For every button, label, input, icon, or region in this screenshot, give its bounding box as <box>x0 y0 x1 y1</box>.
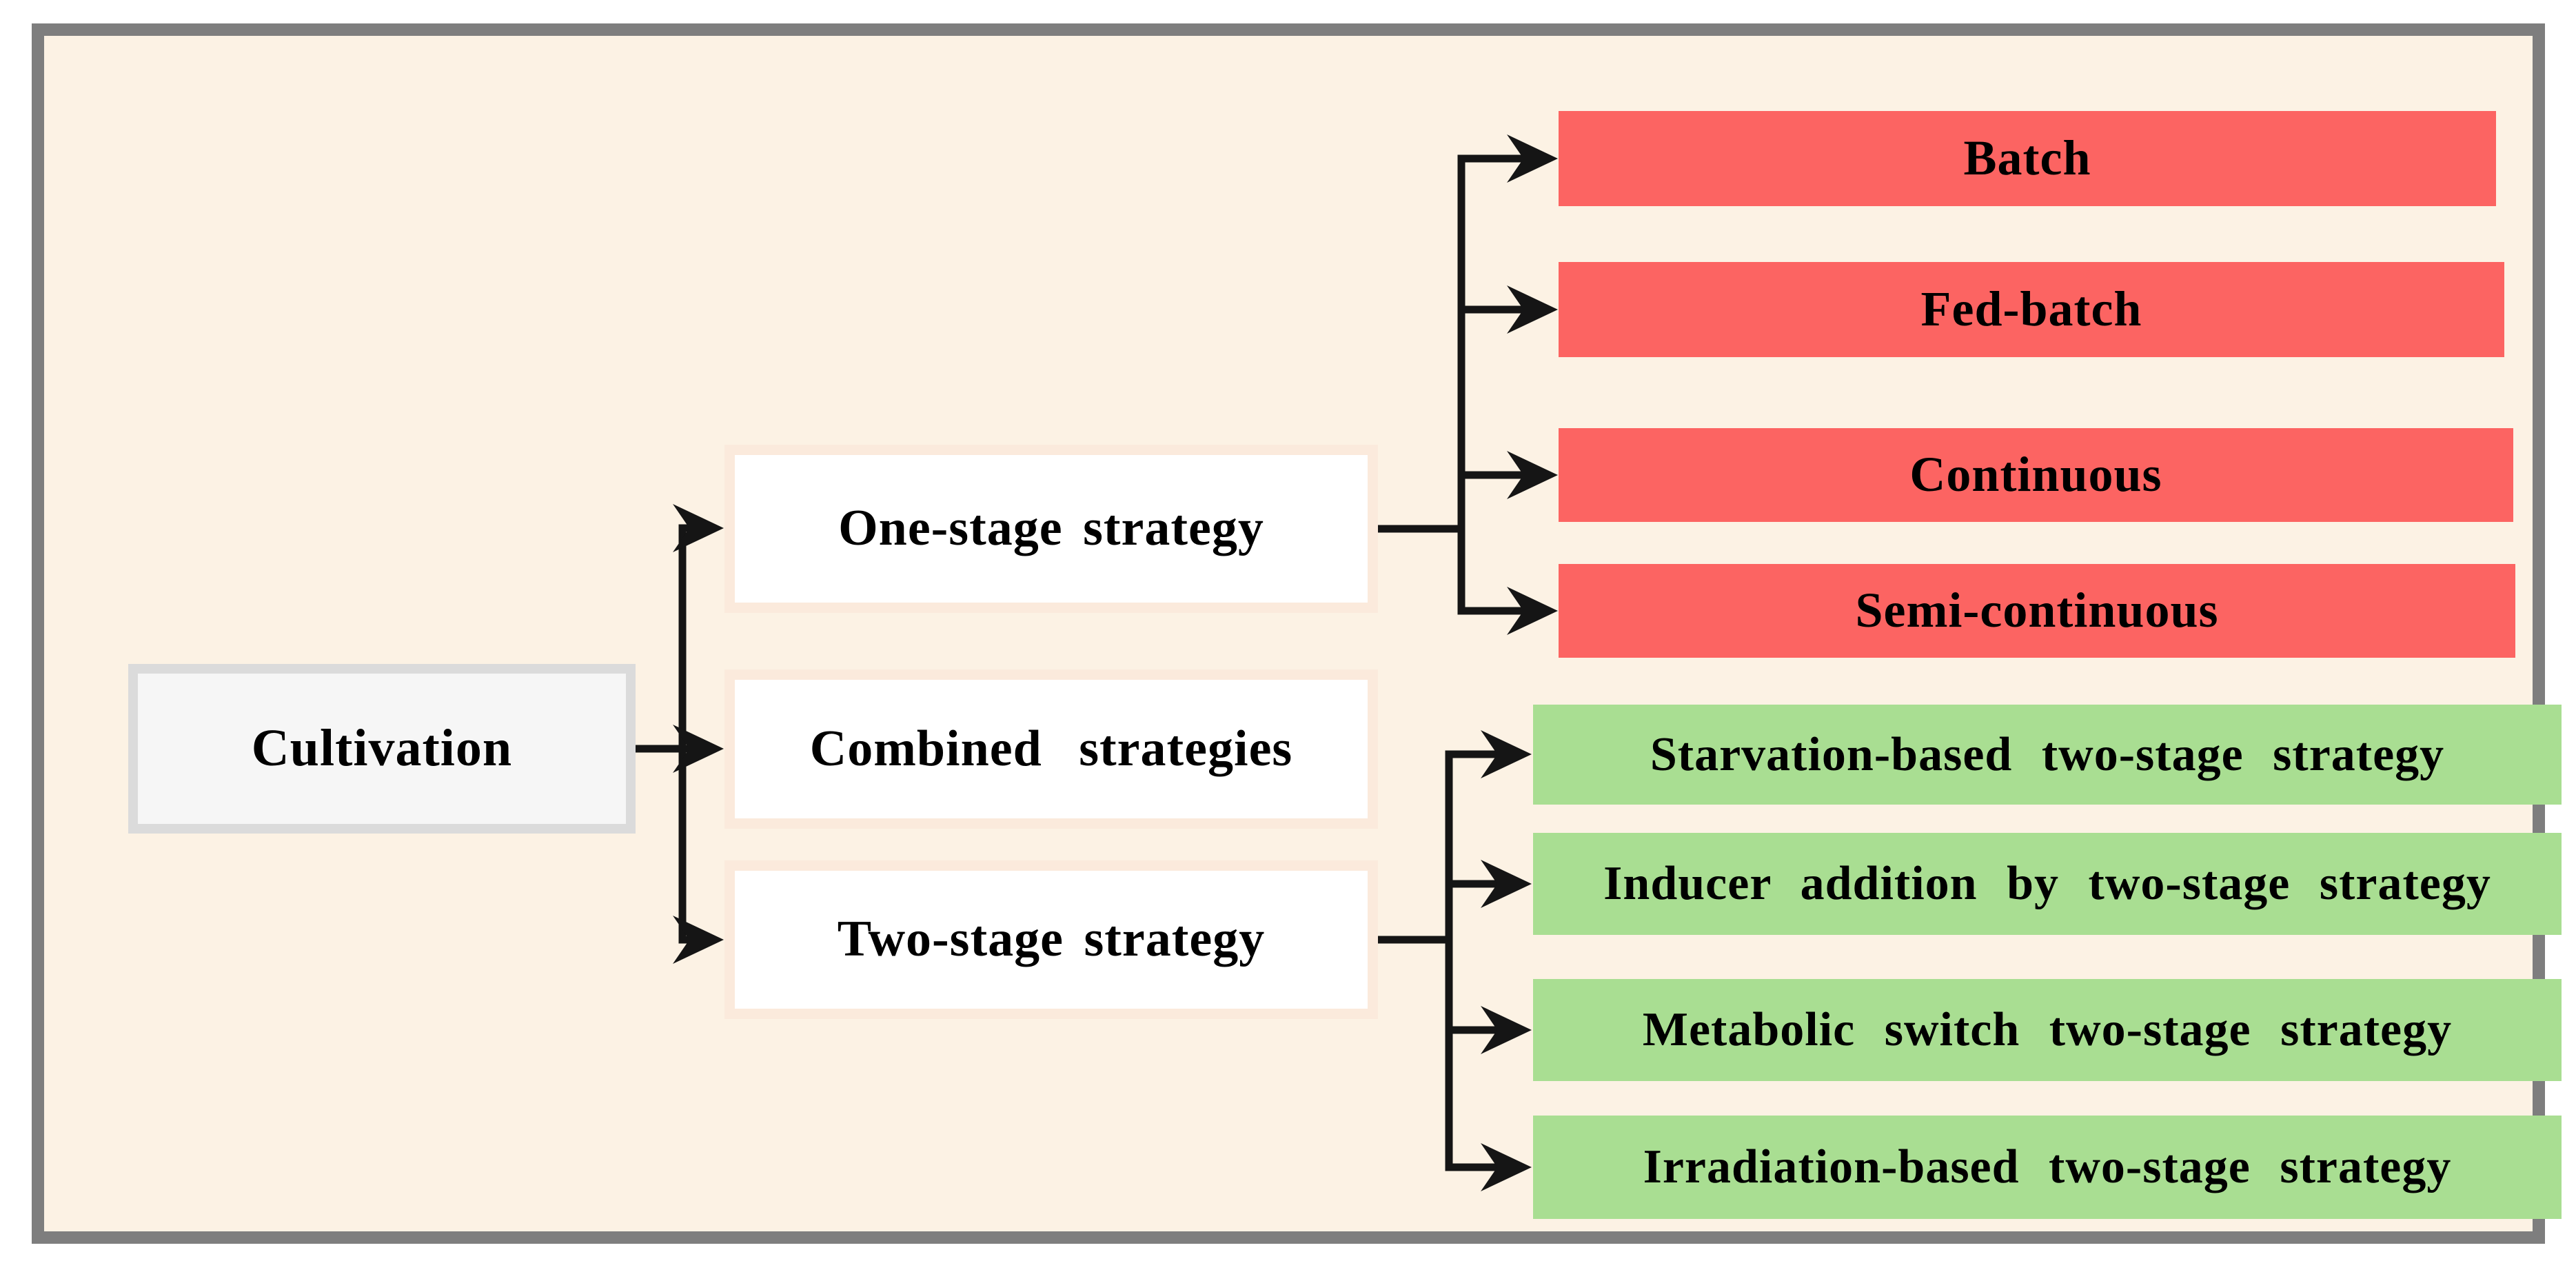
arrowhead-starvation <box>1481 730 1532 778</box>
connector-one-stage-trunk <box>1374 154 1528 615</box>
arrowhead-fed-batch <box>1507 285 1558 334</box>
node-two-stage-strategy: Two-stage strategy <box>724 860 1378 1019</box>
node-cultivation: Cultivation <box>128 664 636 834</box>
arrowhead-two-stage <box>673 916 724 964</box>
node-fed-batch-label: Fed-batch <box>1920 281 2142 337</box>
arrowhead-batch <box>1507 134 1558 183</box>
node-inducer-addition-two-stage: Inducer addition by two-stage strategy <box>1533 833 2562 935</box>
node-combined-strategies: Combined strategies <box>724 669 1378 829</box>
arrowhead-combined <box>673 725 724 773</box>
node-fed-batch: Fed-batch <box>1559 262 2504 357</box>
node-irradiation-based-two-stage: Irradiation-based two-stage strategy <box>1533 1116 2562 1219</box>
node-metabolic-switch-two-stage-label: Metabolic switch two-stage strategy <box>1642 1003 2453 1057</box>
node-metabolic-switch-two-stage: Metabolic switch two-stage strategy <box>1533 979 2562 1081</box>
arrowhead-semi-continuous <box>1507 587 1558 635</box>
node-irradiation-based-two-stage-label: Irradiation-based two-stage strategy <box>1643 1140 2452 1194</box>
connector-two-stage-trunk <box>1374 750 1501 1171</box>
node-starvation-based-two-stage-label: Starvation-based two-stage strategy <box>1650 727 2445 781</box>
arrowhead-inducer <box>1481 860 1532 908</box>
node-batch-label: Batch <box>1963 130 2091 186</box>
node-one-stage-strategy-label: One-stage strategy <box>838 500 1264 557</box>
node-inducer-addition-two-stage-label: Inducer addition by two-stage strategy <box>1603 857 2491 911</box>
node-semi-continuous: Semi-continuous <box>1559 564 2515 658</box>
diagram-panel: Cultivation One-stage strategy Combined … <box>32 23 2562 1244</box>
arrowhead-irradiation <box>1481 1143 1532 1191</box>
arrowhead-one-stage <box>673 504 724 552</box>
arrowhead-continuous <box>1507 451 1558 499</box>
node-starvation-based-two-stage: Starvation-based two-stage strategy <box>1533 705 2562 805</box>
node-cultivation-label: Cultivation <box>251 719 513 778</box>
arrowhead-metabolic <box>1481 1006 1532 1054</box>
node-combined-strategies-label: Combined strategies <box>809 720 1293 777</box>
connector-root-trunk <box>631 524 693 944</box>
node-batch: Batch <box>1559 111 2496 206</box>
node-one-stage-strategy: One-stage strategy <box>724 445 1378 613</box>
node-continuous: Continuous <box>1559 428 2513 522</box>
node-semi-continuous-label: Semi-continuous <box>1855 583 2219 638</box>
node-two-stage-strategy-label: Two-stage strategy <box>837 911 1266 968</box>
node-continuous-label: Continuous <box>1909 447 2162 503</box>
